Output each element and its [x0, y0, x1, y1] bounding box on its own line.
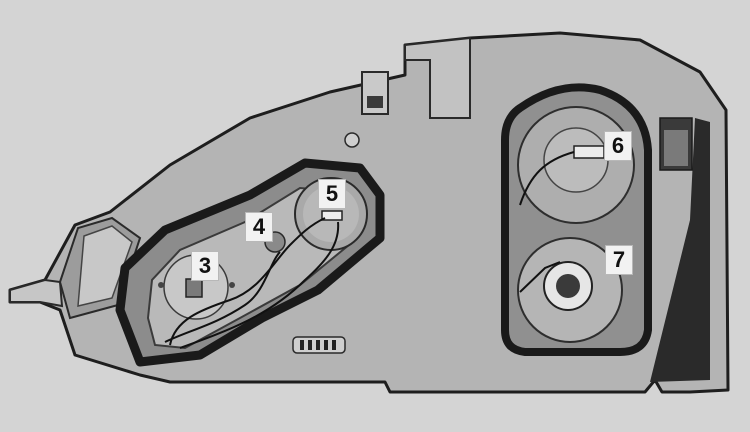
- callout-7: 7: [605, 245, 633, 275]
- callout-3: 3: [191, 251, 219, 281]
- callout-6: 6: [604, 131, 632, 161]
- side-channel: [650, 118, 710, 382]
- callout-5: 5: [318, 179, 346, 209]
- screw-hole: [344, 132, 360, 148]
- wiring-harness: [169, 217, 326, 346]
- top-bracket: [404, 36, 471, 119]
- vent-grille: [292, 336, 346, 354]
- left-mounting-tab: [9, 278, 64, 308]
- callout-4: 4: [245, 212, 273, 242]
